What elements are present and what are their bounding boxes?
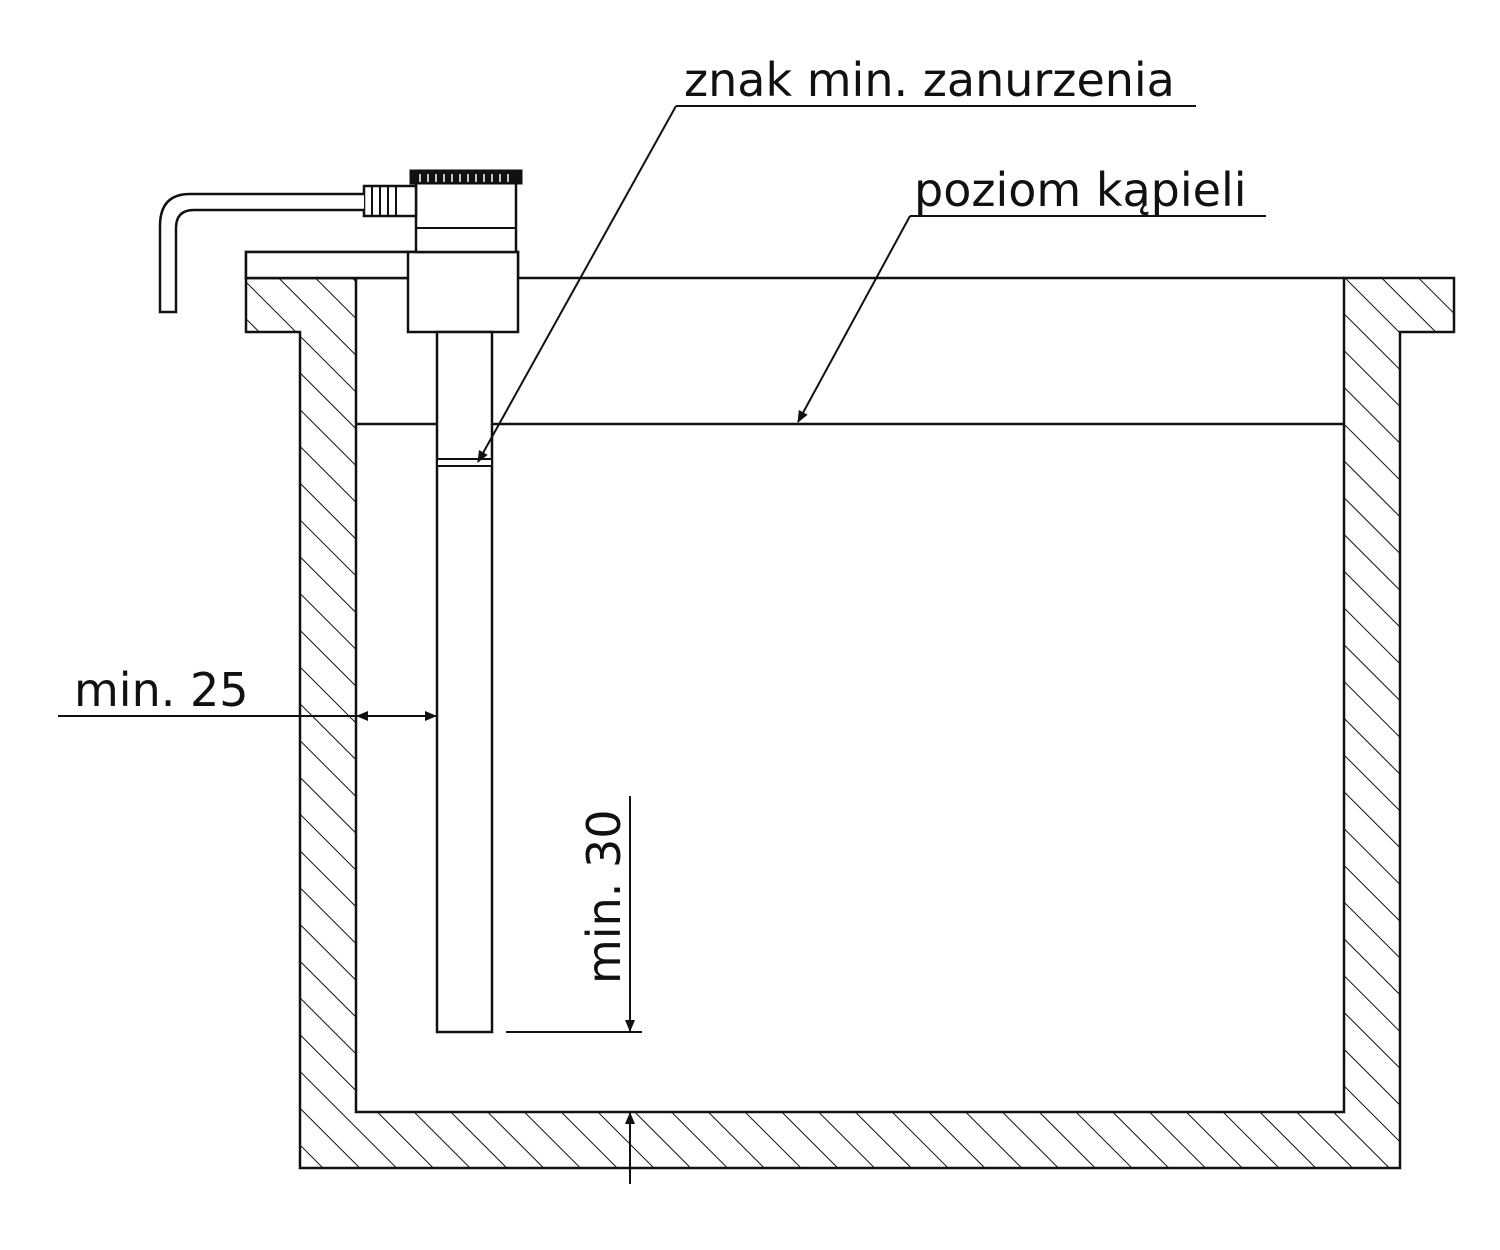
junction-box [414,180,518,254]
immersion-mark-leader [477,105,677,463]
junction-box-cap [409,169,523,185]
heater-tube [435,330,494,1034]
bottom-clearance-label: min. 30 [577,809,631,984]
bath-level-leader [797,215,911,423]
cap-knurling [419,174,509,182]
tank-wall-section [244,276,1456,1170]
immersion-mark-label: znak min. zanurzenia [684,53,1175,107]
cable-gland-ribs [371,186,397,216]
immersion-mark-band [436,458,493,467]
side-clearance-label: min. 25 [74,663,249,717]
power-cable [158,192,364,314]
heater-head-block [406,250,520,334]
bath-level-label: poziom kąpieli [914,163,1247,217]
